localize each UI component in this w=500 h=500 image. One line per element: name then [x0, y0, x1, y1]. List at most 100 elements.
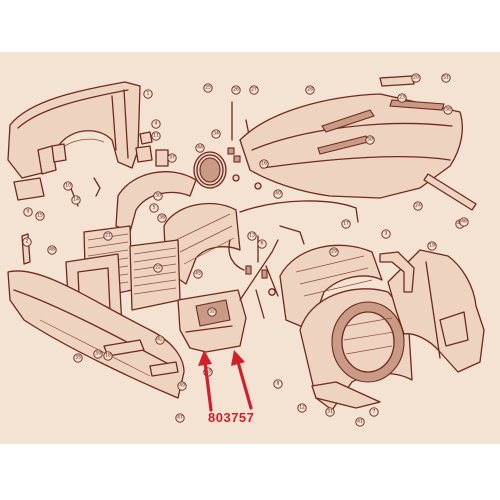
svg-text:31: 31	[327, 409, 333, 415]
callout-26: 26	[231, 85, 241, 95]
svg-text:41: 41	[357, 419, 363, 425]
svg-text:6: 6	[261, 241, 264, 247]
callout-14: 14	[71, 195, 81, 205]
bumper-brackets	[103, 339, 179, 377]
callout-18: 18	[103, 351, 113, 361]
svg-text:5: 5	[153, 205, 156, 211]
callout-29: 29	[329, 247, 339, 257]
valance-rod	[228, 200, 359, 271]
svg-text:28: 28	[307, 87, 313, 93]
svg-text:22: 22	[155, 265, 161, 271]
callout-10: 10	[63, 181, 73, 191]
callout-6: 6	[257, 239, 267, 249]
svg-text:37: 37	[169, 155, 175, 161]
callout-9: 9	[23, 207, 33, 217]
callout-layer: 1234567891011121314151617181920212223242…	[22, 73, 469, 427]
svg-text:9: 9	[27, 209, 30, 215]
inner-wheel-arch-right	[279, 244, 413, 411]
callout-21: 21	[103, 231, 113, 241]
callout-19: 19	[427, 241, 437, 251]
svg-text:25: 25	[205, 85, 211, 91]
svg-text:12: 12	[299, 405, 305, 411]
svg-text:44: 44	[197, 145, 203, 151]
svg-text:40: 40	[275, 191, 281, 197]
callout-23: 23	[397, 93, 407, 103]
headlamp-ring	[193, 151, 227, 189]
svg-text:47: 47	[177, 415, 183, 421]
wing-edge-strip	[379, 251, 415, 293]
callout-46: 46	[459, 217, 469, 227]
svg-text:36: 36	[445, 107, 451, 113]
callout-7: 7	[369, 407, 379, 417]
callout-12: 12	[297, 403, 307, 413]
callout-13: 13	[247, 231, 257, 241]
bonnet-rear-rail	[379, 75, 477, 211]
svg-text:4: 4	[155, 121, 158, 127]
svg-text:15: 15	[37, 213, 43, 219]
callout-50: 50	[365, 135, 375, 145]
svg-text:51: 51	[443, 75, 449, 81]
callout-37: 37	[167, 153, 177, 163]
callout-32: 32	[207, 307, 217, 317]
front-apron-803757	[177, 289, 247, 353]
svg-text:49: 49	[179, 383, 185, 389]
svg-text:24: 24	[415, 203, 421, 209]
callout-27: 27	[249, 85, 259, 95]
callout-30: 30	[153, 191, 163, 201]
inner-brace	[239, 239, 279, 319]
small-fittings	[135, 131, 169, 167]
callout-25: 25	[203, 83, 213, 93]
callout-17: 17	[341, 219, 351, 229]
callout-40: 40	[273, 189, 283, 199]
callout-28: 28	[305, 85, 315, 95]
front-wing-left	[7, 81, 141, 179]
svg-text:2: 2	[26, 239, 29, 245]
svg-text:13: 13	[249, 233, 255, 239]
front-bumper	[7, 270, 185, 399]
svg-text:30: 30	[155, 193, 161, 199]
svg-text:46: 46	[461, 219, 467, 225]
svg-text:48: 48	[49, 247, 55, 253]
svg-text:16: 16	[261, 161, 267, 167]
svg-text:10: 10	[65, 183, 71, 189]
callout-16: 16	[259, 159, 269, 169]
callout-39: 39	[93, 349, 103, 359]
svg-text:45: 45	[195, 271, 201, 277]
svg-text:23: 23	[399, 95, 405, 101]
callout-11: 11	[151, 131, 161, 141]
callout-8: 8	[273, 379, 283, 389]
callout-51: 51	[441, 73, 451, 83]
callout-5: 5	[149, 203, 159, 213]
callout-22: 22	[153, 263, 163, 273]
callout-44: 44	[195, 143, 205, 153]
callout-4: 4	[151, 119, 161, 129]
svg-text:11: 11	[153, 133, 159, 139]
callout-49: 49	[177, 381, 187, 391]
callout-35: 35	[73, 353, 83, 363]
svg-text:42: 42	[157, 337, 163, 343]
svg-text:26: 26	[233, 87, 239, 93]
highlight-arrows	[198, 350, 253, 412]
callout-34: 34	[211, 129, 221, 139]
callout-48: 48	[47, 245, 57, 255]
wheel-arch-shields	[115, 171, 241, 285]
svg-text:18: 18	[105, 353, 111, 359]
wing-brackets	[13, 143, 101, 207]
svg-text:38: 38	[159, 215, 165, 221]
svg-text:34: 34	[213, 131, 219, 137]
svg-text:29: 29	[331, 249, 337, 255]
part-number-label: 803757	[208, 410, 255, 425]
svg-text:8: 8	[277, 381, 280, 387]
callout-15: 15	[35, 211, 45, 221]
callout-2: 2	[22, 237, 32, 247]
callout-20: 20	[411, 73, 421, 83]
svg-text:20: 20	[413, 75, 419, 81]
callout-3: 3	[381, 229, 391, 239]
svg-text:50: 50	[367, 137, 373, 143]
svg-text:21: 21	[105, 233, 111, 239]
svg-text:39: 39	[95, 351, 101, 357]
step-plate	[311, 381, 381, 409]
callout-47: 47	[175, 413, 185, 423]
